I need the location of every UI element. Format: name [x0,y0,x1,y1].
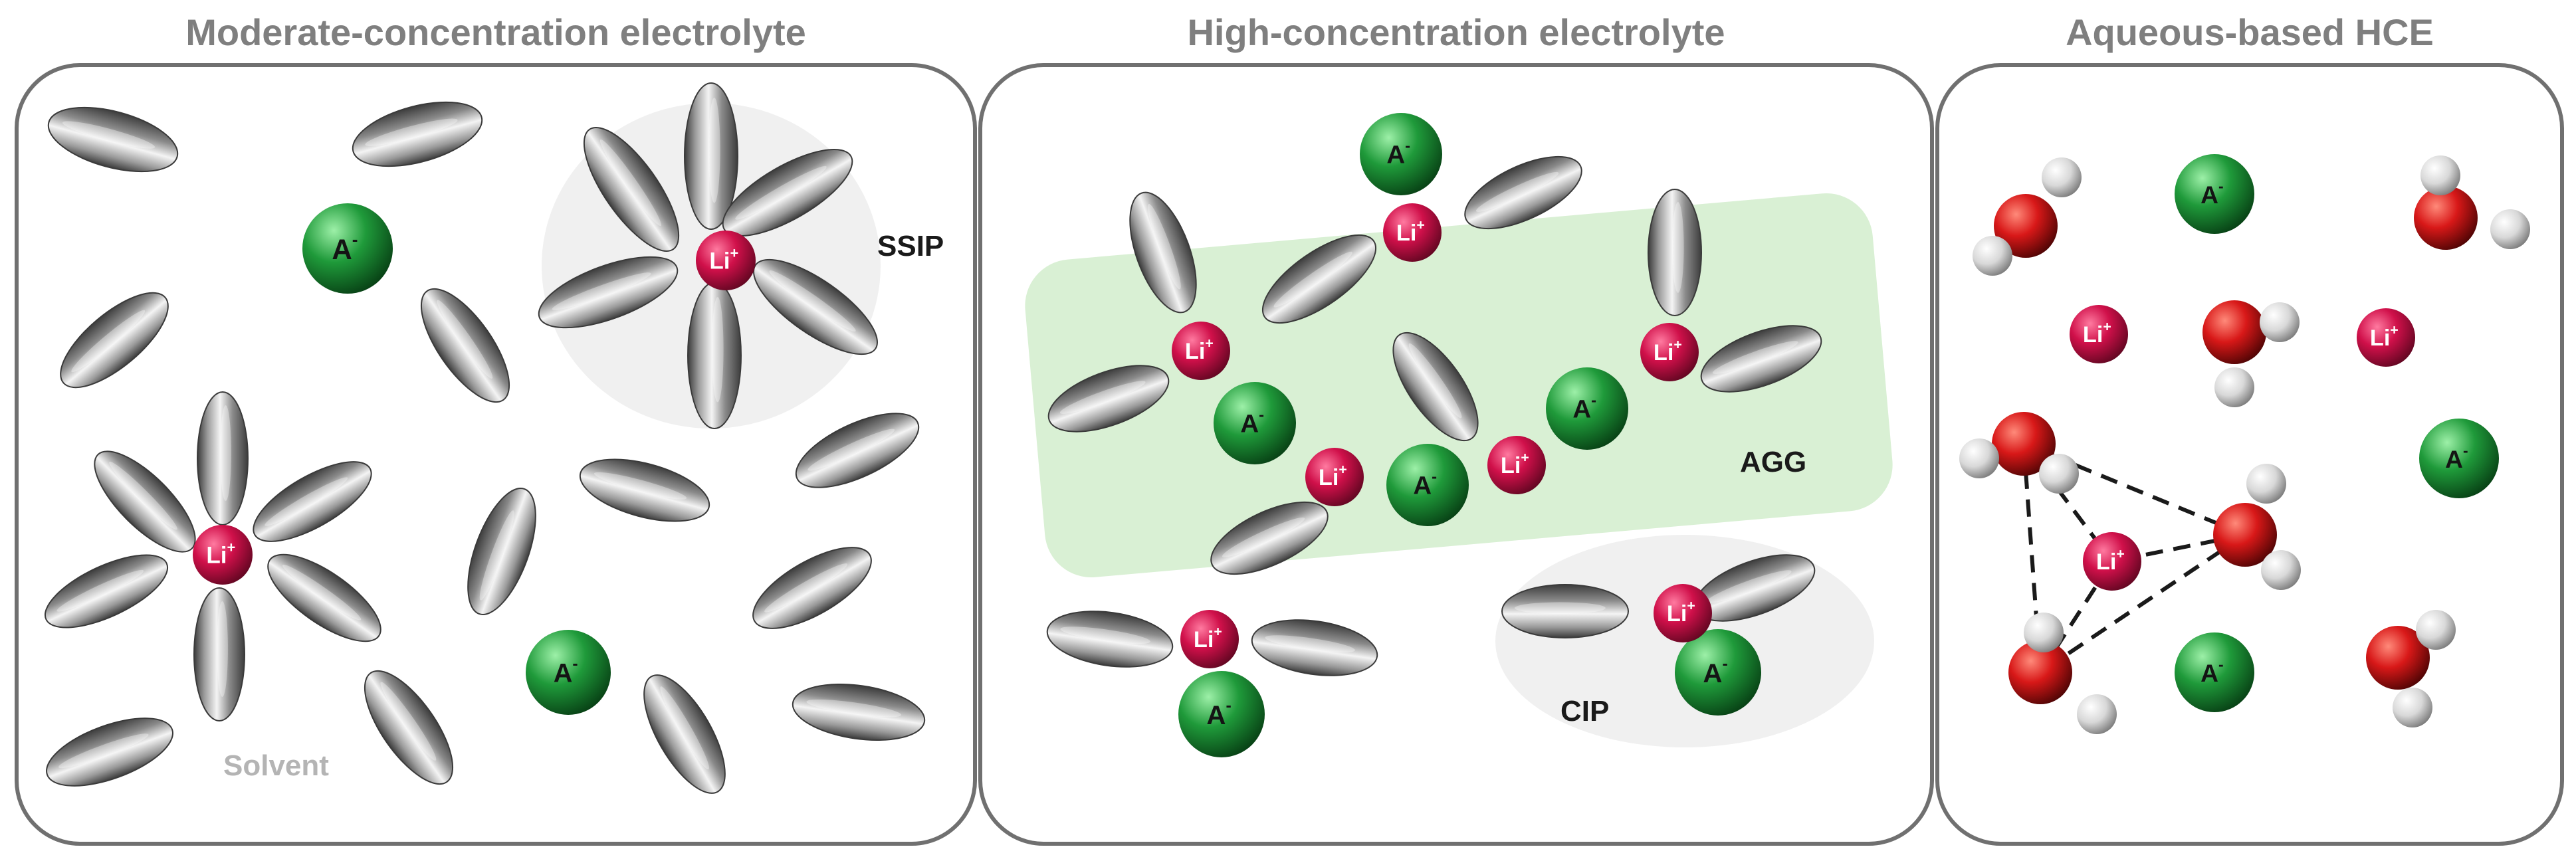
water-molecule [2366,610,2456,727]
solvent-molecule [538,256,679,329]
li-cation: Li+ [193,525,253,585]
panel-title-moderate: Moderate-concentration electrolyte [185,11,806,53]
li-cation: Li+ [2070,305,2128,363]
solvent-molecule [795,413,920,488]
solvent-molecule [1501,584,1629,638]
agg-label: AGG [1740,446,1806,478]
solvent-molecule [47,106,179,173]
solvent-molecule [467,488,536,615]
solvent-molecule [752,547,872,629]
solvent-molecule [687,282,742,429]
water-molecule [2202,300,2300,407]
water-molecule [2213,464,2301,590]
anion-label: A- [2200,656,2224,687]
li-cation: Li+ [1487,436,1546,494]
solvent-molecule [1046,611,1174,668]
water-molecule [1959,412,2079,494]
solvent-molecule [60,292,169,389]
solvent-molecule [267,553,381,642]
solvent-molecule [1700,325,1822,393]
water-molecule [2414,155,2530,250]
li-cation-label: Li+ [1194,624,1222,652]
anion: A- [1178,671,1265,757]
solvent-molecule [420,288,510,403]
li-cation-label: Li+ [2096,546,2125,575]
li-cation: Li+ [1305,448,1364,506]
li-cation: Li+ [1172,322,1230,380]
anion-label: A- [1413,468,1437,500]
solvent-molecule [44,554,169,628]
solvent-molecule [193,587,245,721]
anion: A- [526,630,611,715]
anion: A- [1546,367,1628,450]
solvent-molecule [1251,619,1378,676]
li-cation: Li+ [1383,203,1442,262]
li-cation: Li+ [2357,308,2415,367]
solvent-molecule [1261,234,1377,324]
solvent-molecule [352,101,483,167]
li-cation: Li+ [1640,323,1699,381]
solvent-molecule [1047,365,1170,432]
water-molecule [2008,613,2117,734]
water-molecule [1973,157,2082,276]
solvent-molecule [94,450,196,553]
ssip-label: SSIP [877,230,944,262]
solvent-molecule [253,461,372,542]
solvent-molecule [722,149,853,237]
li-cation: Li+ [2083,532,2141,591]
anion-label: A- [554,654,578,688]
solvent-molecule [583,127,680,252]
anion: A- [1386,444,1469,526]
solvent-molecule [197,391,249,526]
li-cation-label: Li+ [1667,598,1695,626]
anion: A- [2419,419,2499,498]
anion: A- [2175,632,2254,712]
anion: A- [1675,629,1761,716]
solvent-label: Solvent [223,749,329,782]
li-cation: Li+ [696,231,756,290]
solvent-molecule [1392,332,1479,442]
panel-title-high: High-concentration electrolyte [1187,11,1725,53]
solvent-molecule [643,674,726,794]
molecule-layer: A-A-Li+Li+A-A-A-A-A-A-Li+Li+Li+Li+Li+Li+… [44,82,2530,794]
li-cation: Li+ [1180,610,1239,668]
solvent-molecule [364,670,454,785]
anion: A- [1360,113,1442,195]
solvent-molecule [684,82,738,230]
li-cation: Li+ [1654,584,1712,642]
solvent-molecule [753,258,878,355]
solvent-molecule [579,458,710,522]
anion: A- [1214,382,1296,464]
solvent-molecule [1210,501,1329,575]
solvent-molecule [792,684,926,741]
panel-title-aqueous: Aqueous-based HCE [2066,11,2434,53]
anion: A- [302,203,393,294]
solvent-molecule [46,718,173,787]
solvent-molecule [1129,191,1197,314]
solvent-molecule [1648,189,1702,316]
anion: A- [2175,154,2254,234]
cip-label: CIP [1560,695,1609,727]
solvent-molecule [1464,155,1582,230]
